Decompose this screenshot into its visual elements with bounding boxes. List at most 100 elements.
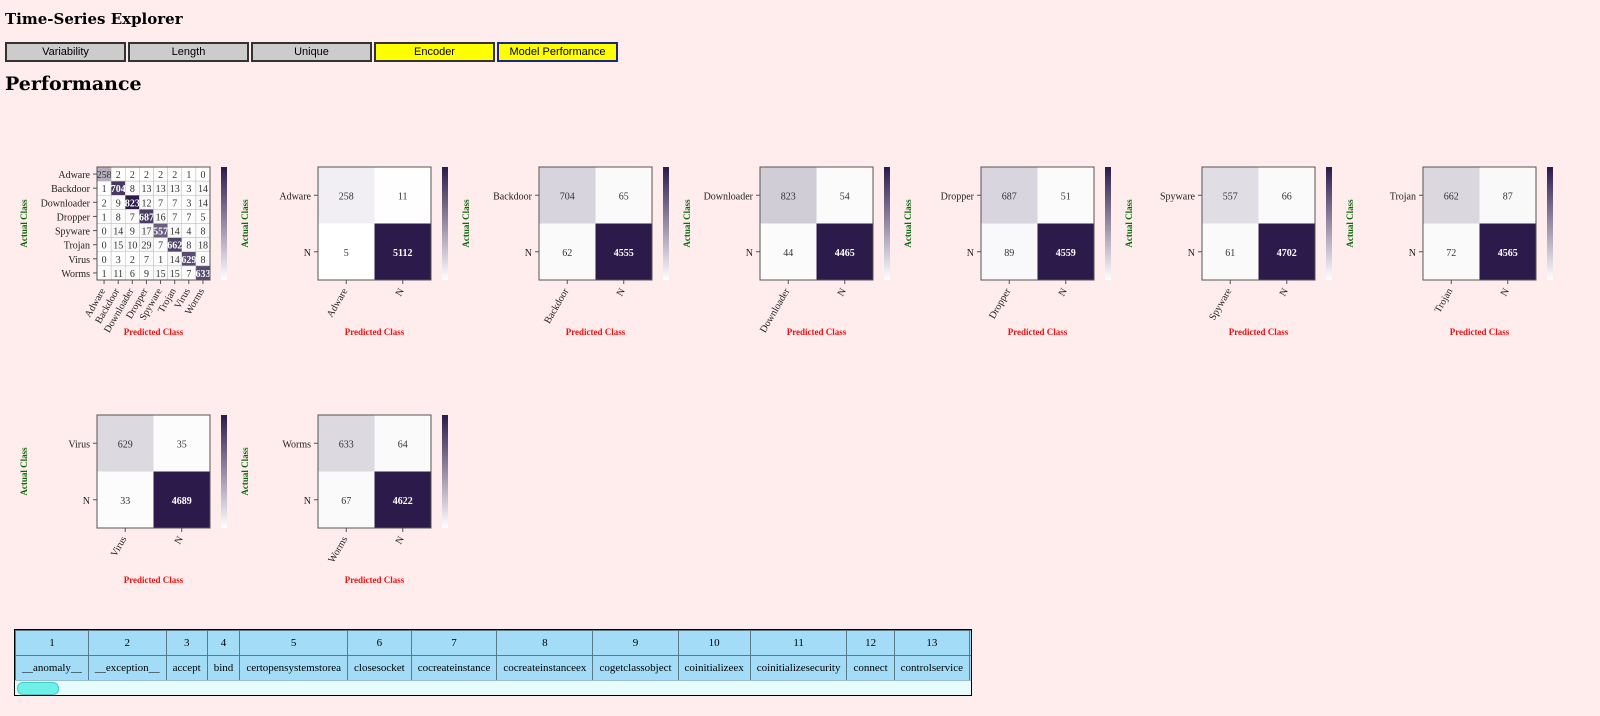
y-tick-label: Backdoor	[493, 191, 533, 202]
data-label: 7	[172, 198, 177, 209]
heatmap-cell	[1258, 167, 1315, 224]
data-label: 823	[781, 191, 796, 202]
data-label: 12	[141, 198, 151, 209]
table-header-cell: 7	[410, 630, 498, 656]
table-header-cell: 3	[165, 630, 208, 656]
heatmap-cell	[97, 415, 154, 472]
data-label: 7	[186, 212, 191, 223]
heatmap-cell	[539, 223, 596, 280]
data-label: 4702	[1277, 248, 1297, 259]
colorbar	[221, 415, 227, 528]
heatmap-frame	[96, 414, 211, 529]
data-label: 2	[102, 198, 107, 209]
tab-unique[interactable]: Unique	[251, 42, 372, 62]
y-tick-label: Trojan	[64, 241, 90, 252]
data-label: 67	[341, 496, 351, 507]
y-axis-title: Actual Class	[240, 447, 250, 496]
data-label: 5	[200, 212, 205, 223]
x-tick-label: Dropper	[987, 286, 1014, 321]
data-label: 2	[116, 170, 121, 181]
x-axis-title: Predicted Class	[566, 327, 626, 337]
y-axis-title: Actual Class	[19, 447, 29, 496]
data-label: 2	[130, 255, 135, 266]
table-cell: certopensystemstorea	[239, 655, 348, 681]
heatmap-cell	[816, 223, 873, 280]
table-header-cell: 6	[347, 630, 412, 656]
data-label: 33	[120, 496, 130, 507]
data-label: 2	[144, 170, 149, 181]
data-label: 8	[116, 212, 121, 223]
heatmap-cell	[539, 167, 596, 224]
scrollbar-thumb[interactable]	[17, 682, 59, 695]
data-label: 13	[156, 184, 166, 195]
x-axis-title: Predicted Class	[345, 575, 405, 585]
colorbar	[1105, 167, 1111, 280]
data-label: 7	[158, 241, 163, 252]
feature-table: 123456789101112131415 __anomaly____excep…	[15, 630, 971, 681]
table-cell: accept	[165, 655, 208, 681]
data-label: 8	[186, 241, 191, 252]
data-label: 4622	[393, 496, 413, 507]
heatmap-cell	[1479, 167, 1536, 224]
data-label: 0	[102, 255, 107, 266]
table-header-cell: 2	[87, 630, 167, 656]
heatmap-cell	[374, 223, 431, 280]
y-tick-label: N	[304, 496, 311, 507]
tab-length[interactable]: Length	[128, 42, 249, 62]
y-tick-label: N	[1188, 248, 1195, 259]
data-label: 4689	[172, 496, 192, 507]
y-tick-label: Dropper	[57, 212, 91, 223]
x-tick-label: N	[394, 287, 407, 299]
table-cell: coinitializeex	[677, 655, 751, 681]
y-tick-label: Backdoor	[51, 184, 91, 195]
heatmap-frame	[980, 166, 1095, 281]
data-label: 8	[130, 184, 135, 195]
y-tick-label: Adware	[58, 170, 90, 181]
data-label: 3	[186, 198, 191, 209]
table-header-cell: 1	[15, 630, 89, 656]
y-axis-title: Actual Class	[240, 199, 250, 248]
data-label: 64	[398, 439, 408, 450]
heatmap-cell	[374, 167, 431, 224]
data-label: 54	[840, 191, 850, 202]
tab-variability[interactable]: Variability	[5, 42, 126, 62]
data-label: 62	[562, 248, 572, 259]
data-label: 0	[200, 170, 205, 181]
y-tick-label: Downloader	[41, 198, 91, 209]
x-tick-label: Trojan	[1433, 287, 1456, 315]
heatmap-cell	[374, 471, 431, 528]
data-label: 16	[156, 212, 166, 223]
horizontal-scrollbar[interactable]	[15, 680, 971, 695]
colorbar	[442, 415, 448, 528]
table-cell: bind	[206, 655, 241, 681]
colorbar	[884, 167, 890, 280]
colorbar	[442, 167, 448, 280]
data-label: 17	[141, 227, 151, 238]
x-tick-label: Spyware	[1207, 286, 1234, 322]
data-label: 87	[1503, 191, 1513, 202]
data-label: 51	[1061, 191, 1071, 202]
heatmap-cell	[153, 471, 210, 528]
data-label: 5	[344, 248, 349, 259]
data-label: 1	[158, 255, 163, 266]
table-cell: coinitializesecurity	[749, 655, 848, 681]
tab-encoder[interactable]: Encoder	[374, 42, 495, 62]
data-label: 3	[116, 255, 121, 266]
y-tick-label: N	[967, 248, 974, 259]
data-label: 3	[186, 184, 191, 195]
tab-model-performance[interactable]: Model Performance	[497, 42, 618, 62]
x-tick-label: Adware	[325, 286, 351, 319]
heatmap-cell	[760, 167, 817, 224]
data-label: 4465	[835, 248, 855, 259]
data-label: 1	[102, 269, 107, 280]
data-label: 629	[181, 255, 196, 266]
x-axis-title: Predicted Class	[124, 327, 184, 337]
data-label: 66	[1282, 191, 1292, 202]
data-label: 14	[113, 227, 123, 238]
heatmap-cell	[1037, 223, 1094, 280]
table-header-cell: 11	[749, 630, 848, 656]
table-cell: controlservice	[893, 655, 970, 681]
data-label: 14	[198, 184, 208, 195]
heatmap-frame	[538, 166, 653, 281]
